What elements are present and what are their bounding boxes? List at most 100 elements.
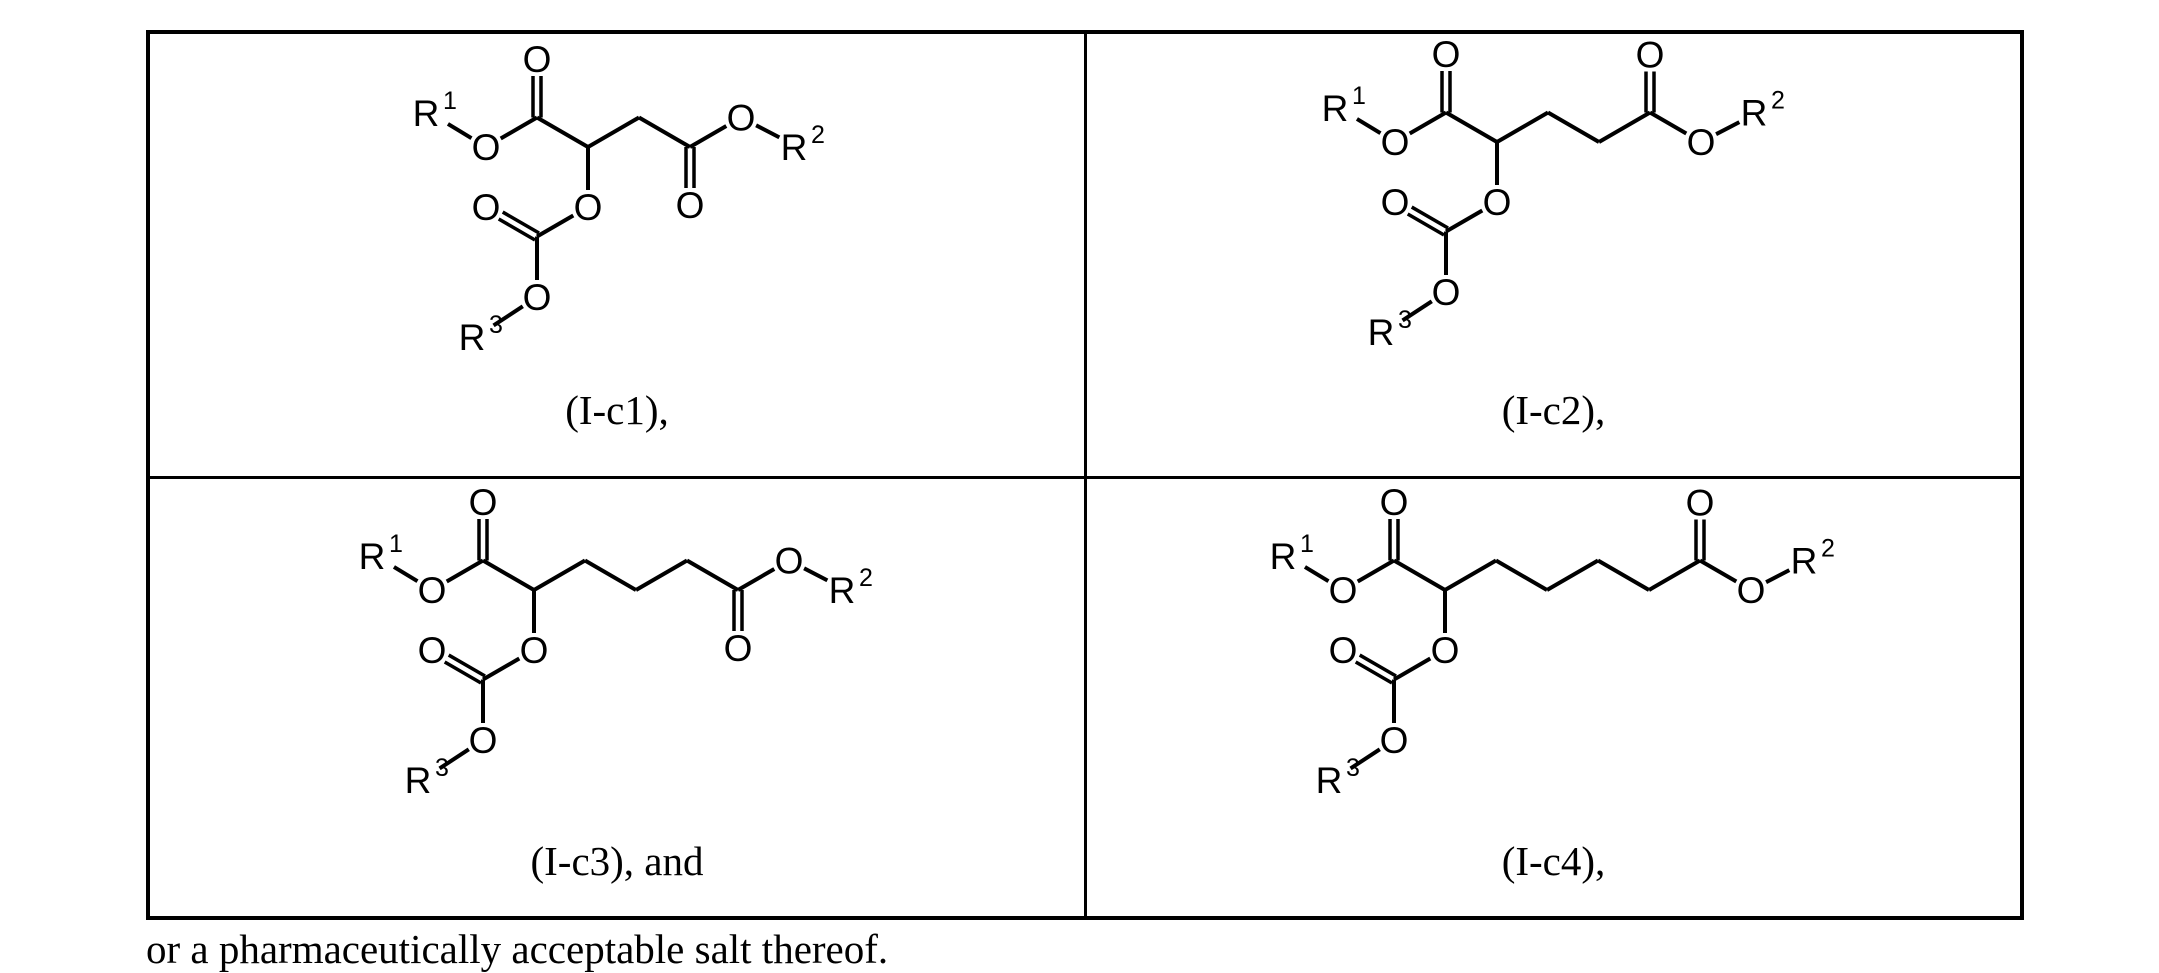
single-bond	[687, 561, 738, 591]
single-bond	[1394, 561, 1445, 591]
oxygen-atom-label: O	[1381, 122, 1410, 163]
single-bond	[1358, 561, 1394, 582]
compound-label-i-c4: (I-c4),	[1087, 837, 2020, 885]
oxygen-atom-label: O	[523, 277, 552, 318]
single-bond	[534, 561, 585, 591]
oxygen-atom-label: O	[727, 98, 756, 139]
oxygen-atom-label: O	[1329, 630, 1358, 671]
oxygen-atom-label: O	[1381, 182, 1410, 223]
single-bond	[483, 561, 534, 591]
r-group-label: R	[359, 536, 386, 577]
oxygen-atom-label: O	[469, 720, 498, 761]
r-group-superscript: 1	[389, 530, 403, 558]
cell-i-c2: OOR1OOOR3OOR2 (I-c2),	[1087, 34, 2020, 476]
r-group-superscript: 1	[1300, 530, 1314, 558]
trailing-text: or a pharmaceutically acceptable salt th…	[146, 925, 888, 973]
single-bond	[1446, 113, 1497, 143]
single-bond	[1497, 113, 1548, 143]
r-group-label: R	[829, 570, 856, 611]
single-bond	[1357, 119, 1381, 133]
single-bond	[585, 561, 636, 591]
r-group-label: R	[405, 760, 432, 801]
oxygen-atom-label: O	[1686, 483, 1715, 524]
compound-label-i-c3: (I-c3), and	[150, 837, 1084, 885]
r-group-label: R	[1322, 88, 1349, 129]
r-group-superscript: 1	[443, 87, 457, 115]
oxygen-atom-label: O	[469, 482, 498, 523]
r-group-superscript: 2	[1821, 535, 1835, 563]
single-bond	[1716, 122, 1739, 134]
single-bond	[636, 561, 687, 591]
oxygen-atom-label: O	[1380, 720, 1409, 761]
oxygen-atom-label: O	[775, 541, 804, 582]
r-group-label: R	[781, 127, 808, 168]
r-group-label: R	[459, 317, 486, 358]
oxygen-atom-label: O	[1483, 182, 1512, 223]
r-group-label: R	[1316, 760, 1343, 801]
single-bond	[1446, 211, 1482, 232]
r-group-label: R	[1791, 541, 1818, 582]
r-group-superscript: 3	[1346, 754, 1360, 782]
single-bond	[1650, 113, 1686, 134]
oxygen-atom-label: O	[1687, 122, 1716, 163]
compound-label-i-c2: (I-c2),	[1087, 386, 2020, 434]
oxygen-atom-label: O	[520, 630, 549, 671]
oxygen-atom-label: O	[1737, 570, 1766, 611]
single-bond	[537, 118, 588, 148]
r-group-label: R	[1741, 93, 1768, 134]
single-bond	[537, 216, 573, 237]
r-group-label: R	[1270, 536, 1297, 577]
r-group-superscript: 2	[859, 564, 873, 592]
oxygen-atom-label: O	[724, 628, 753, 669]
single-bond	[1445, 561, 1496, 591]
r-group-superscript: 3	[1398, 306, 1412, 334]
single-bond	[1394, 659, 1430, 680]
single-bond	[1598, 561, 1649, 591]
single-bond	[1496, 561, 1547, 591]
oxygen-atom-label: O	[676, 185, 705, 226]
oxygen-atom-label: O	[1380, 482, 1409, 523]
single-bond	[1599, 113, 1650, 143]
single-bond	[639, 118, 690, 148]
structure-table: OOR1OOOR3OOR2 (I-c1), OOR1OOOR3OOR2 (I-c…	[146, 30, 2024, 920]
single-bond	[447, 561, 483, 582]
r-group-label: R	[413, 93, 440, 134]
single-bond	[804, 568, 827, 580]
single-bond	[1548, 113, 1599, 143]
single-bond	[1410, 113, 1446, 134]
single-bond	[394, 567, 418, 581]
oxygen-atom-label: O	[418, 630, 447, 671]
cell-i-c3: OOR1OOOR3OOR2 (I-c3), and	[150, 479, 1084, 916]
oxygen-atom-label: O	[523, 39, 552, 80]
single-bond	[738, 569, 774, 590]
cell-i-c4: OOR1OOOR3OOR2 (I-c4),	[1087, 479, 2020, 916]
r-group-superscript: 3	[489, 311, 503, 339]
oxygen-atom-label: O	[472, 187, 501, 228]
single-bond	[756, 125, 779, 137]
oxygen-atom-label: O	[1636, 35, 1665, 76]
single-bond	[690, 126, 726, 147]
oxygen-atom-label: O	[1432, 34, 1461, 75]
single-bond	[1766, 570, 1789, 582]
oxygen-atom-label: O	[574, 187, 603, 228]
r-group-label: R	[1368, 312, 1395, 353]
oxygen-atom-label: O	[418, 570, 447, 611]
single-bond	[1700, 561, 1736, 582]
oxygen-atom-label: O	[472, 127, 501, 168]
r-group-superscript: 1	[1352, 82, 1366, 110]
oxygen-atom-label: O	[1432, 272, 1461, 313]
r-group-superscript: 2	[1771, 87, 1785, 115]
r-group-superscript: 2	[811, 121, 825, 149]
compound-label-i-c1: (I-c1),	[150, 386, 1084, 434]
cell-i-c1: OOR1OOOR3OOR2 (I-c1),	[150, 34, 1084, 476]
single-bond	[1649, 561, 1700, 591]
single-bond	[448, 124, 472, 138]
r-group-superscript: 3	[435, 754, 449, 782]
single-bond	[1547, 561, 1598, 591]
oxygen-atom-label: O	[1329, 570, 1358, 611]
oxygen-atom-label: O	[1431, 630, 1460, 671]
single-bond	[501, 118, 537, 139]
single-bond	[483, 659, 519, 680]
single-bond	[1305, 567, 1329, 581]
single-bond	[588, 118, 639, 148]
